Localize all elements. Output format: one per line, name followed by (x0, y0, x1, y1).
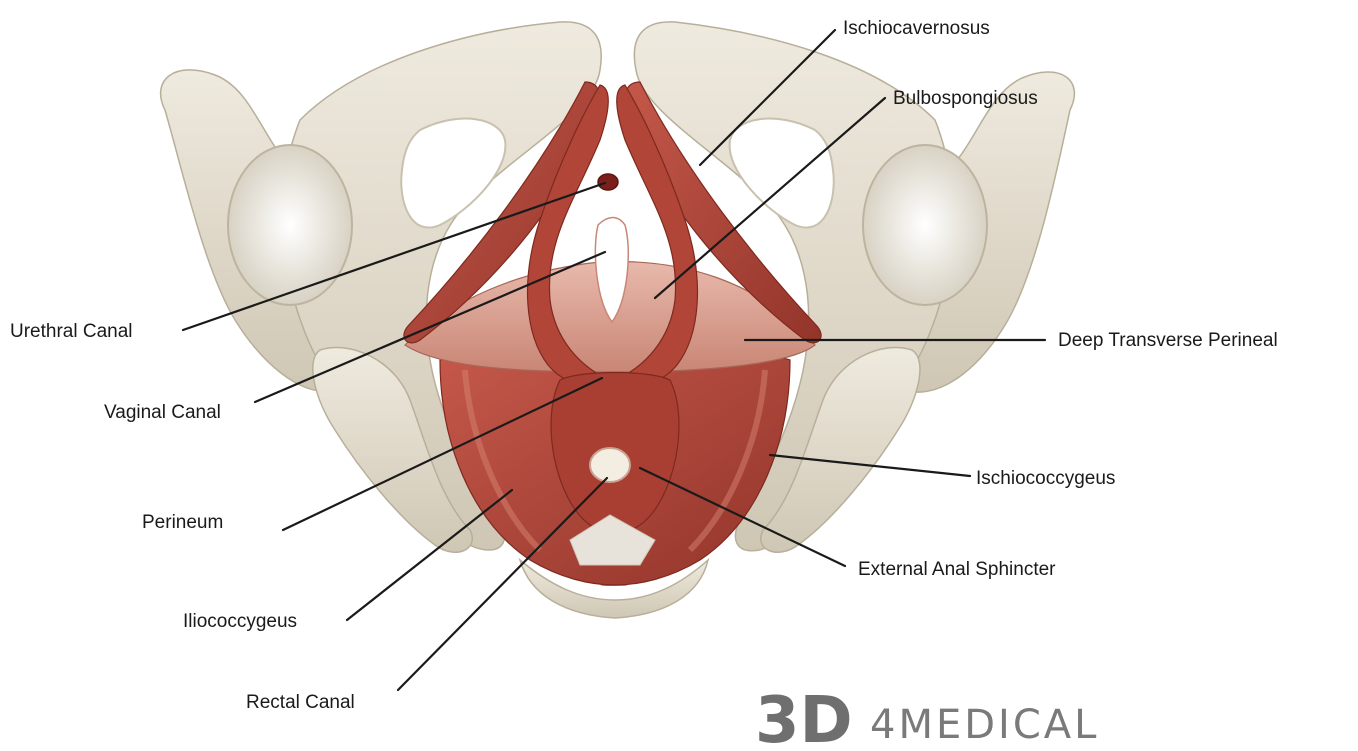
urethral-opening (598, 174, 618, 190)
label-perineum: Perineum (142, 512, 223, 533)
label-ischiocavernosus: Ischiocavernosus (843, 18, 990, 39)
left-acetabulum (228, 145, 352, 305)
label-urethral-canal: Urethral Canal (10, 321, 133, 342)
right-obturator-foramen (730, 119, 834, 228)
label-rectal-canal: Rectal Canal (246, 692, 355, 713)
label-ischiococcygeus: Ischiococcygeus (976, 468, 1115, 489)
anal-opening (590, 448, 630, 482)
brand-logo: 3D 4MEDICAL (755, 684, 1099, 751)
right-acetabulum (863, 145, 987, 305)
label-deep-transverse-perineal: Deep Transverse Perineal (1058, 330, 1278, 351)
left-obturator-foramen (401, 119, 505, 228)
label-iliococcygeus: Iliococcygeus (183, 611, 297, 632)
label-bulbospongiosus: Bulbospongiosus (893, 88, 1038, 109)
label-vaginal-canal: Vaginal Canal (104, 402, 221, 423)
brand-3d-mark: 3D (755, 684, 853, 751)
label-external-anal-sphincter: External Anal Sphincter (858, 559, 1056, 580)
brand-name: 4MEDICAL (870, 702, 1099, 748)
